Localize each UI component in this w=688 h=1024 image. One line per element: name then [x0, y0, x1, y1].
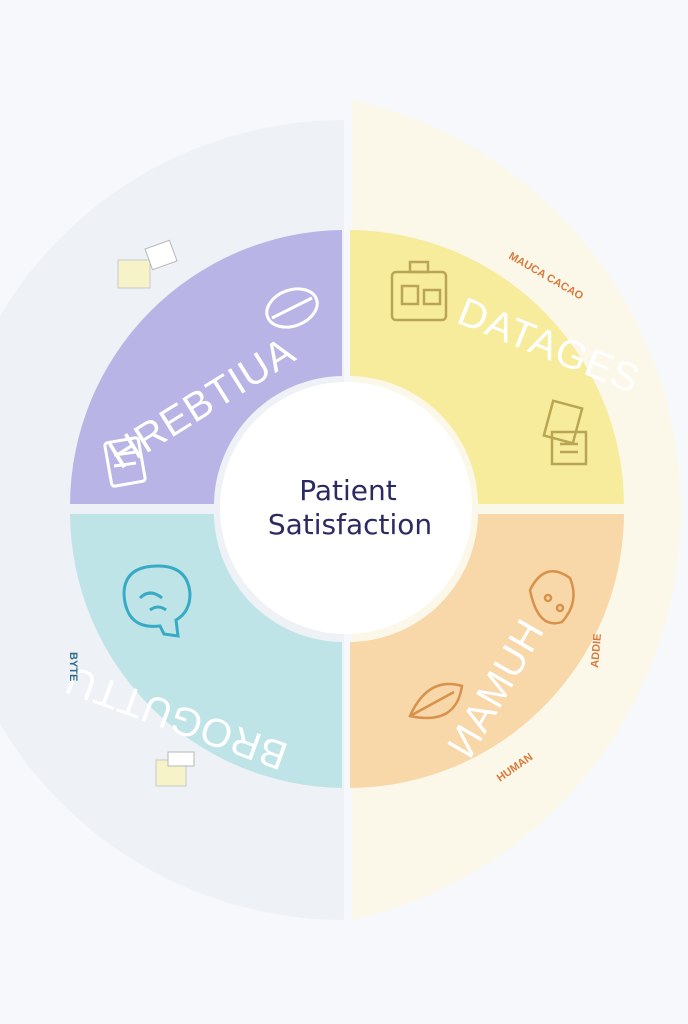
clipboard-icon [103, 436, 147, 488]
center-disc [220, 382, 472, 634]
segment-bottom-right [350, 514, 624, 788]
medical-kit-icon [390, 260, 448, 322]
svg-text:BYTE: BYTE [67, 652, 79, 681]
center-title-line2: Satisfaction [268, 508, 432, 541]
pill-icon [265, 287, 319, 329]
segment-bottom-left [70, 514, 342, 788]
documents-icon [542, 399, 588, 466]
center-title-line1: Patient [299, 474, 397, 507]
head-profile-icon [122, 564, 192, 638]
small-card-icon [155, 751, 195, 787]
svg-text:ADDIE: ADDIE [589, 633, 604, 668]
outer-note-left: BYTE [67, 652, 79, 681]
small-card-icon [117, 239, 178, 289]
food-icon [528, 570, 575, 625]
outer-note-right: ADDIE [589, 633, 604, 668]
leaf-icon [408, 682, 464, 720]
